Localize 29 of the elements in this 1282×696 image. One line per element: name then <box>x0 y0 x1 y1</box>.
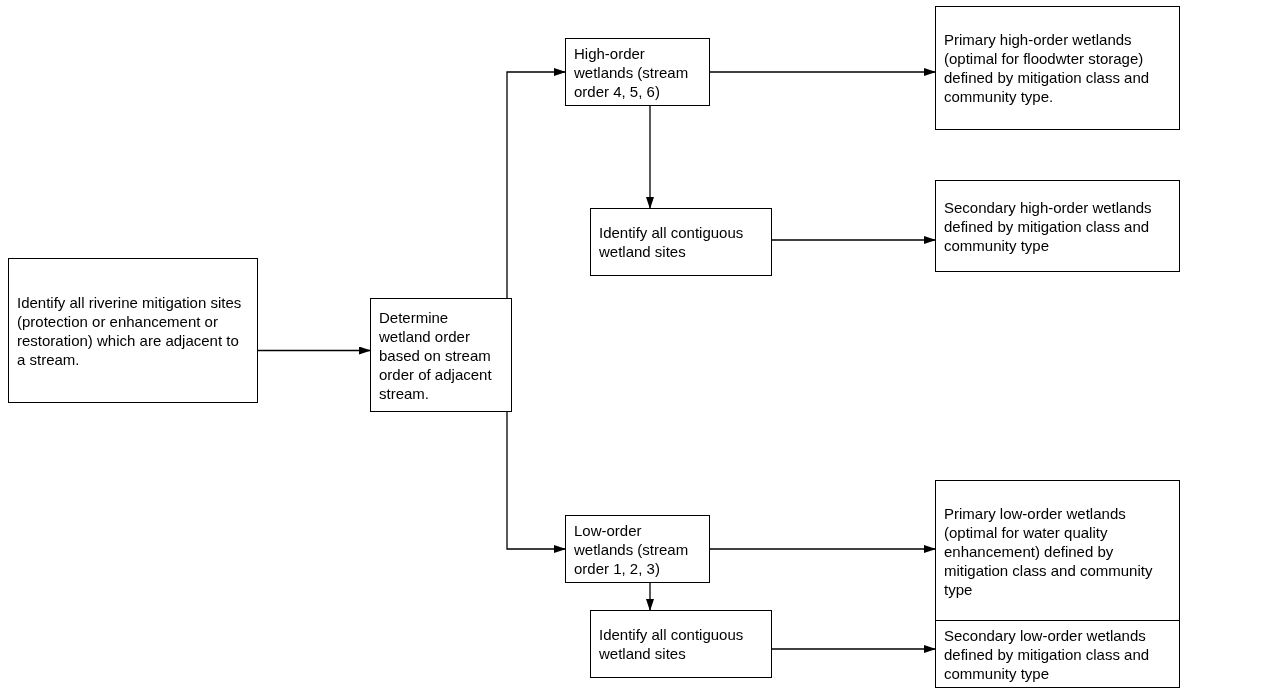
process-box <box>8 258 258 403</box>
box-text: Identify all contiguous wetland sites <box>599 625 745 663</box>
process-box <box>590 208 772 276</box>
box-text: Identify all riverine mitigation sites (protection or enhancement or restoration) which are adjacent to a stream. <box>17 292 243 369</box>
arrow <box>646 105 654 209</box>
process-box <box>565 38 710 106</box>
arrow <box>771 236 936 244</box>
box-text: Secondary high-order wetlands defined by mitigation class and community type <box>944 197 1153 255</box>
arrow <box>709 545 936 553</box>
process-box <box>935 620 1180 688</box>
box-text: Primary low-order wetlands (optimal for water quality enhancement) defined by mitigation class and community type <box>944 503 1154 599</box>
box-text: Secondary low-order wetlands defined by mitigation class and community type <box>944 625 1151 683</box>
process-box <box>935 180 1180 272</box>
box-text: High-order wetlands (stream order 4, 5, 6) <box>574 43 690 101</box>
arrow <box>646 582 654 611</box>
process-box <box>935 480 1180 622</box>
process-box <box>590 610 772 678</box>
arrow <box>709 68 936 76</box>
arrow <box>506 411 566 553</box>
process-box <box>565 515 710 583</box>
arrow <box>257 346 371 355</box>
box-text: Identify all contiguous wetland sites <box>599 223 745 261</box>
process-box <box>370 298 512 412</box>
arrow <box>506 68 566 299</box>
arrow <box>771 645 936 653</box>
box-text: Determine wetland order based on stream order of adjacent stream. <box>379 307 493 403</box>
box-text: Low-order wetlands (stream order 1, 2, 3) <box>574 520 690 578</box>
box-text: Primary high-order wetlands (optimal for floodwter storage) defined by mitigation class and community type. <box>944 30 1151 106</box>
process-box <box>935 6 1180 130</box>
